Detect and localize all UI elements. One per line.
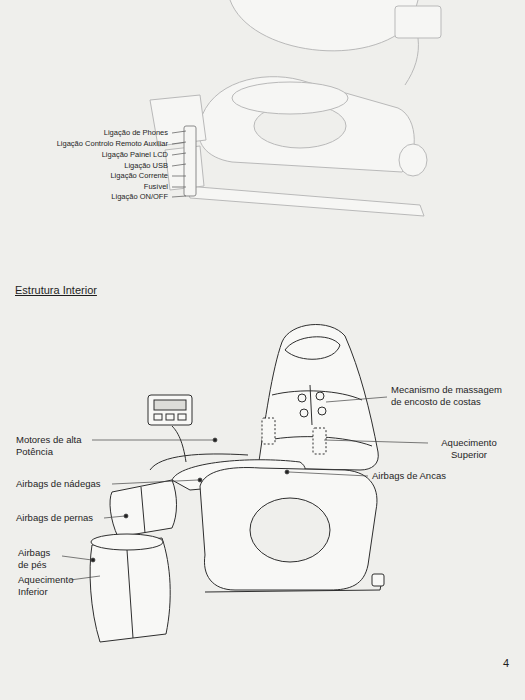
section-title: Estrutura Interior [15,284,97,296]
part-label: Ligação Corrente [110,171,168,180]
part-label: Ligação USB [124,161,168,170]
massage-chair [90,325,384,642]
part-label: Ligação de Phones [104,128,168,137]
top-chair [150,0,441,216]
part-label: Airbags de pernas [16,512,93,524]
part-label: Motores de alta Potência [16,434,92,458]
leader-lines [62,397,428,580]
page-number: 4 [503,657,509,671]
leader-lines [172,131,186,197]
part-label: Aquecimento Inferior [18,574,84,598]
part-label: Mecanismo de massagem de encosto de cost… [391,384,511,408]
part-label: Fusível [144,182,168,191]
part-label: Airbags de Ancas [372,470,446,482]
part-label: Ligação Painel LCD [102,150,168,159]
part-label: Airbags de nádegas [16,478,101,490]
part-label: Airbags de pés [18,547,62,571]
part-label: Ligação ON/OFF [111,192,168,201]
part-label: Aquecimento Superior [432,437,506,461]
part-label: Ligação Controlo Remoto Auxiliar [57,139,168,148]
